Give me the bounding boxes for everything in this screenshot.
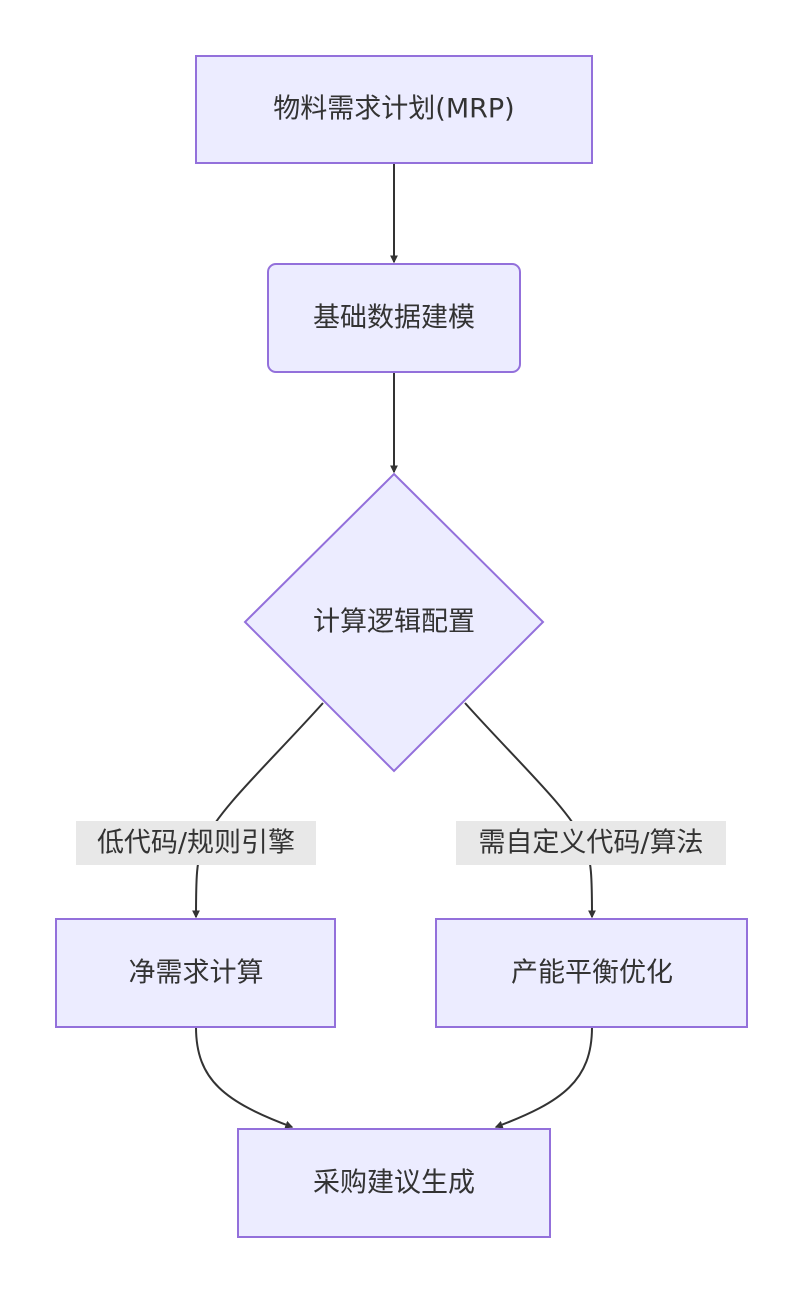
node-calc-logic-label: 计算逻辑配置 xyxy=(313,607,475,638)
edge-net-req-to-purchase xyxy=(195,1026,294,1129)
node-calc-logic: 计算逻辑配置 xyxy=(243,472,545,773)
edge-calc-logic-to-net-req xyxy=(192,702,324,919)
node-purchase: 采购建议生成 xyxy=(237,1128,551,1238)
edge-capacity-to-purchase xyxy=(494,1026,593,1129)
node-purchase-label: 采购建议生成 xyxy=(313,1168,475,1199)
edge-label-custom-code-text: 需自定义代码/算法 xyxy=(478,828,703,859)
node-net-req-label: 净需求计算 xyxy=(129,958,264,989)
node-mrp: 物料需求计划(MRP) xyxy=(195,55,593,164)
node-data-modeling-label: 基础数据建模 xyxy=(313,303,475,334)
node-data-modeling: 基础数据建模 xyxy=(267,263,521,373)
node-capacity: 产能平衡优化 xyxy=(435,918,748,1028)
edge-label-low-code-text: 低代码/规则引擎 xyxy=(97,828,295,859)
edge-calc-logic-to-capacity xyxy=(464,702,596,919)
node-net-req: 净需求计算 xyxy=(55,918,336,1028)
node-mrp-label: 物料需求计划(MRP) xyxy=(273,94,514,125)
edge-label-custom-code: 需自定义代码/算法 xyxy=(456,821,726,865)
node-capacity-label: 产能平衡优化 xyxy=(511,958,673,989)
edge-label-low-code: 低代码/规则引擎 xyxy=(76,821,316,865)
